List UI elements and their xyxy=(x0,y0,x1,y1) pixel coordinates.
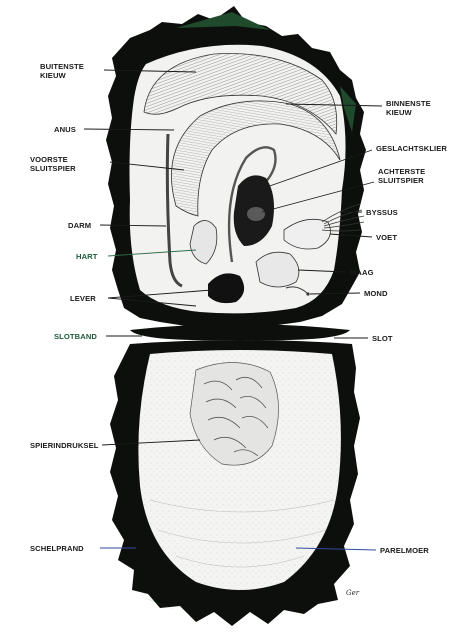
stomach xyxy=(256,252,299,287)
label-slotband: SLOTBAND xyxy=(54,332,97,341)
label-voorste-sluitspier: VOORSTE SLUITSPIER xyxy=(30,155,76,173)
label-mond: MOND xyxy=(364,289,388,298)
label-anus: ANUS xyxy=(54,125,76,134)
label-darm: DARM xyxy=(68,221,91,230)
mouth-dot xyxy=(306,292,309,295)
label-slot: SLOT xyxy=(372,334,393,343)
label-maag: MAAG xyxy=(350,268,374,277)
label-geslachtsklier: GESLACHTSKLIER xyxy=(376,144,447,153)
label-parelmoer: PARELMOER xyxy=(380,546,429,555)
lower-shell xyxy=(110,324,360,626)
label-hart: HART xyxy=(76,252,98,261)
label-spierindruksel: SPIERINDRUKSEL xyxy=(30,441,99,450)
label-buitenste-kieuw: BUITENSTE KIEUW xyxy=(40,62,86,80)
hinge-band xyxy=(130,324,350,340)
label-lever: LEVER xyxy=(70,294,96,303)
label-achterste-sluitspier: ACHTERSTE SLUITSPIER xyxy=(378,167,428,185)
label-voet: VOET xyxy=(376,233,397,242)
label-schelprand: SCHELPRAND xyxy=(30,544,84,553)
label-binnenste-kieuw: BINNENSTE KIEUW xyxy=(386,99,433,117)
artist-signature: Ger xyxy=(346,589,360,597)
posterior-adductor xyxy=(247,207,265,221)
label-byssus: BYSSUS xyxy=(366,208,398,217)
